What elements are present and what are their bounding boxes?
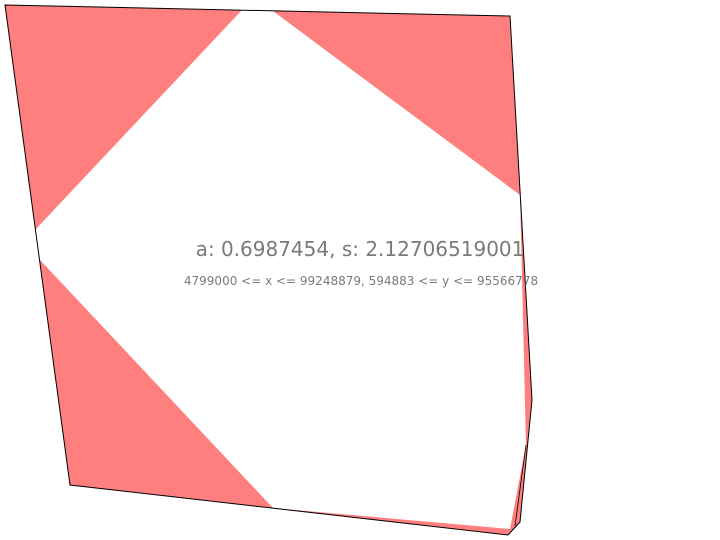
shape-outline <box>4 4 533 536</box>
range-label: 4799000 <= x <= 99248879, 594883 <= y <=… <box>184 274 538 288</box>
inner-edge <box>514 444 527 527</box>
params-label: a: 0.6987454, s: 2.12706519001 <box>196 237 525 261</box>
interior-region <box>35 10 526 529</box>
